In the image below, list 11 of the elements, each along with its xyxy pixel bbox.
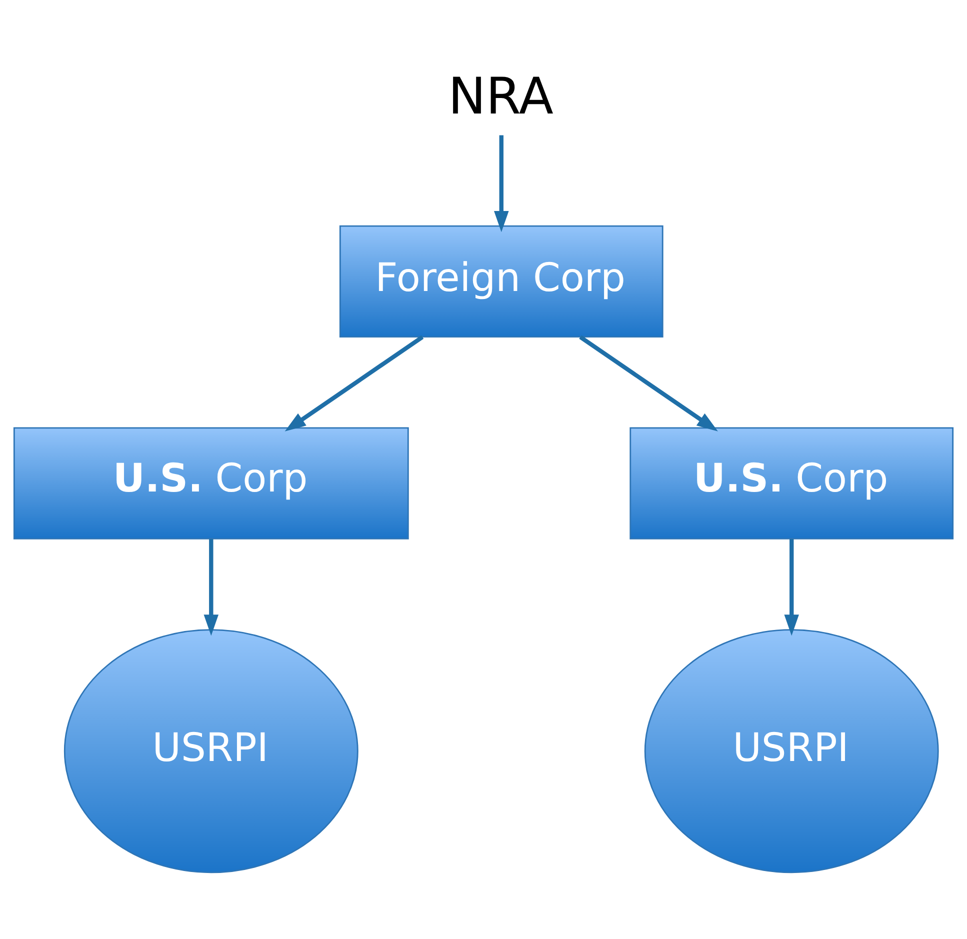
- arrow: [204, 538, 219, 636]
- node-ellipse: USRPI: [644, 628, 939, 873]
- node-text: NRA: [448, 66, 554, 126]
- arrow: [579, 334, 718, 431]
- arrow: [284, 334, 424, 431]
- node-ellipse: USRPI: [64, 628, 358, 873]
- arrow: [784, 538, 799, 636]
- node-box: Foreign Corp: [339, 224, 664, 337]
- node-box: U.S. Corp: [13, 426, 409, 539]
- arrow: [494, 134, 509, 232]
- node-box: U.S. Corp: [630, 426, 954, 539]
